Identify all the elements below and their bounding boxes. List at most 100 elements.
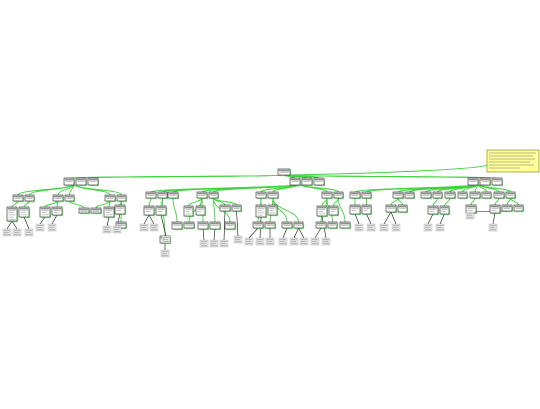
edge-leaf: [213, 228, 216, 241]
nodes-layer: [2, 168, 524, 258]
edge-leaf: [439, 213, 445, 225]
level3-node: [197, 221, 209, 230]
level2-node-header: [470, 192, 480, 195]
level2-node-box: [481, 191, 492, 199]
level2-node-header: [25, 195, 34, 198]
level3-node: [361, 204, 372, 215]
leaf-node: [289, 237, 299, 246]
level2-node-box: [255, 191, 267, 199]
level3-node-header: [265, 222, 275, 225]
level2-node-header: [433, 192, 442, 195]
level2-node-header: [506, 192, 515, 195]
level3-node-header: [316, 222, 326, 225]
edge-root-note: [289, 164, 488, 176]
leaf-node: [160, 249, 170, 258]
level2-node-header: [209, 192, 218, 195]
level3-node: [224, 221, 236, 230]
leaf-node: [102, 225, 112, 234]
level3-node-header: [225, 222, 235, 225]
level3-node-header: [268, 205, 277, 208]
leaf-node-box: [2, 228, 12, 237]
leaf-node-box: [435, 223, 445, 232]
leaf-node-box: [391, 223, 401, 232]
level2-node-header: [13, 195, 23, 198]
level2-node: [104, 194, 116, 202]
level2-node: [469, 191, 481, 199]
leaf-node-box: [278, 237, 288, 246]
level1-node: [313, 177, 325, 186]
leaf-node-box: [35, 223, 45, 232]
level3-node-box: [90, 207, 102, 214]
leaf-node-box: [161, 235, 171, 244]
level3-node-box: [327, 221, 338, 229]
level2-node-box: [64, 194, 75, 202]
level3-node-box: [183, 221, 195, 229]
level2-node-header: [362, 192, 371, 195]
level2-node-header: [350, 192, 360, 195]
level3-node-header: [317, 206, 327, 209]
level2-node-box: [208, 191, 219, 199]
level1-node-header: [88, 178, 98, 181]
level2-node-header: [105, 195, 115, 198]
level3-node-header: [256, 205, 266, 208]
leaf-node-box: [12, 228, 22, 237]
edge-leaf: [148, 214, 155, 225]
level2-node: [64, 194, 75, 202]
level3-node-header: [115, 205, 125, 208]
level3-node-box: [439, 205, 450, 215]
level3-node-box: [489, 204, 501, 214]
leaf-node-box: [310, 237, 320, 246]
level1-node: [491, 177, 503, 186]
level2-node-header: [322, 192, 332, 195]
level2-node-header: [334, 192, 343, 195]
level3-node: [489, 204, 501, 214]
level3-node: [327, 221, 338, 229]
level2-node-box: [145, 191, 157, 199]
level3-node-header: [116, 222, 126, 225]
level3-node-header: [294, 222, 303, 225]
leaf-node: [354, 223, 364, 232]
leaf-node-box: [321, 237, 331, 246]
leaf-node-box: [47, 223, 57, 232]
edge-leaf: [390, 211, 397, 225]
level3-node-box: [513, 204, 524, 212]
level3-node: [51, 206, 63, 216]
level2-node: [481, 191, 492, 199]
level3-node-header: [350, 205, 360, 208]
level3-node: [315, 221, 327, 229]
leaf-node: [321, 237, 331, 246]
level2-node-box: [493, 191, 505, 199]
level3-node: [328, 205, 339, 216]
level2-node-header: [445, 192, 455, 195]
level3-node-header: [386, 205, 396, 208]
level2-node: [361, 191, 372, 199]
level2-node-box: [116, 194, 127, 202]
level3-node: [219, 204, 231, 212]
edge-leaf: [293, 227, 299, 239]
level2-node: [420, 191, 432, 199]
level3-node: [90, 207, 102, 214]
level3-node-header: [210, 222, 220, 225]
level3-node: [78, 207, 90, 214]
level3-node-box: [18, 206, 30, 218]
edge-leaf: [354, 213, 360, 225]
edge-root-l1: [92, 174, 285, 179]
edge-leaf: [236, 210, 239, 237]
leaf-node-box: [465, 211, 475, 220]
level1-node-header: [468, 178, 478, 181]
level3-node-box: [264, 221, 276, 229]
edge-leaf: [106, 216, 110, 227]
level3-node: [39, 206, 51, 218]
edge-l1-l2: [73, 183, 122, 196]
level2-node-header: [268, 192, 278, 195]
level2-node-box: [361, 191, 372, 199]
level3-node: [385, 204, 397, 213]
level3-node-header: [198, 222, 208, 225]
leaf-node-box: [219, 239, 229, 248]
level3-node-header: [362, 205, 371, 208]
edge-leaf: [223, 210, 226, 241]
level2-node: [392, 191, 404, 199]
level2-node-header: [405, 192, 414, 195]
